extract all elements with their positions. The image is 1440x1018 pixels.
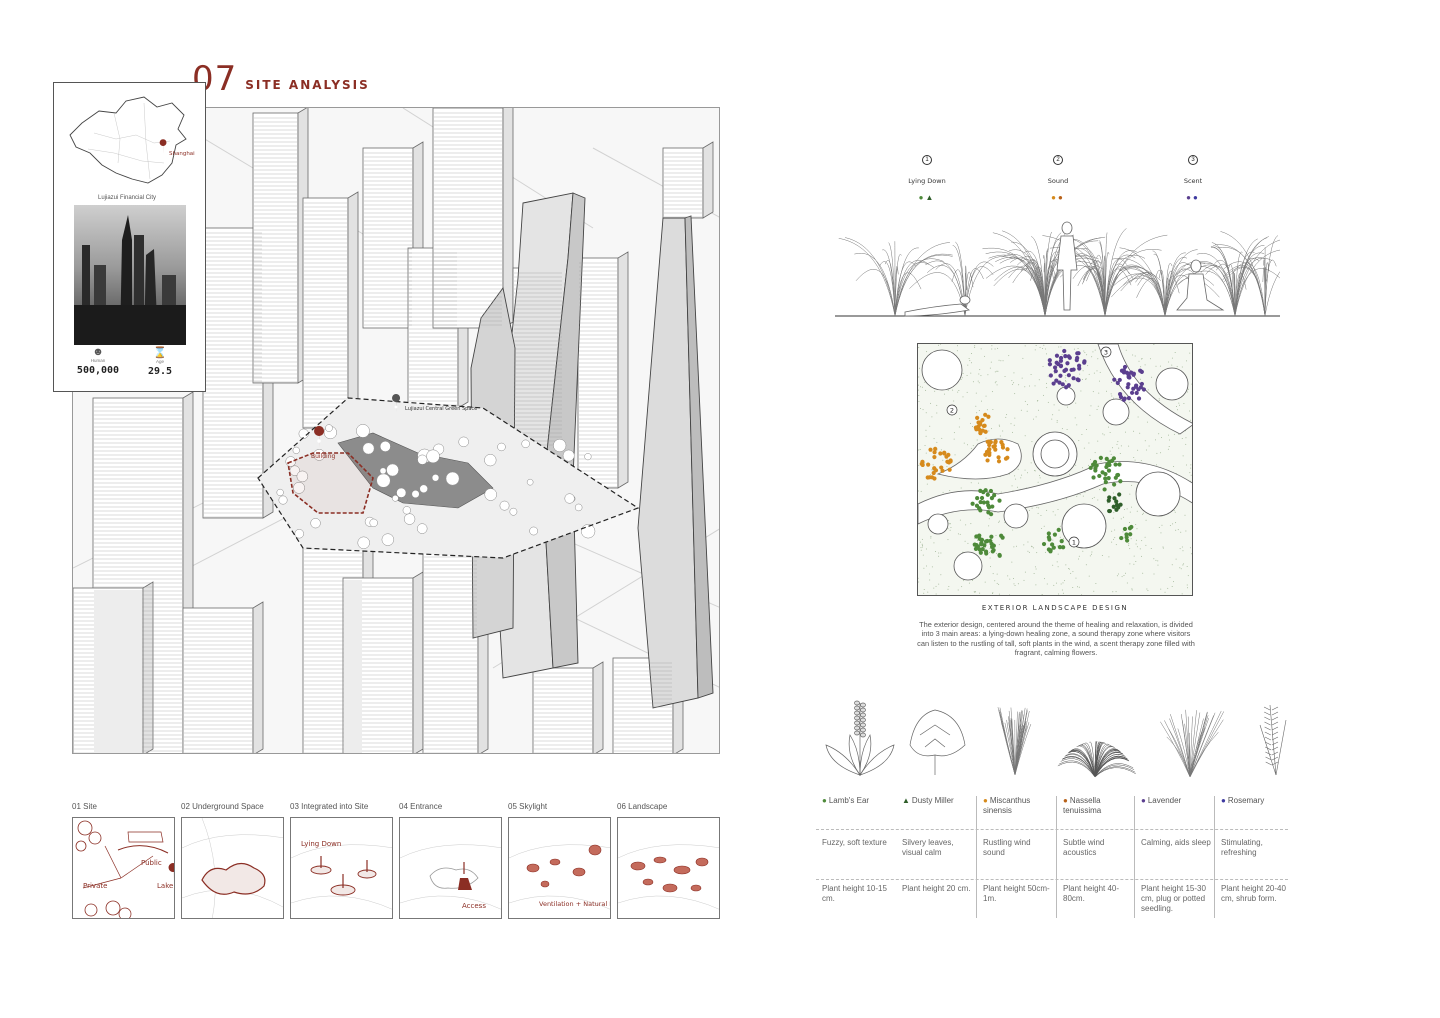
plan-drawing: 1 2 3 [918, 344, 1192, 595]
svg-text:3: 3 [1104, 349, 1108, 357]
svg-text:Lake: Lake [157, 882, 173, 890]
district-label: Lujiazui Financial City [98, 195, 157, 201]
plant-illustrations [820, 695, 1290, 780]
plant-col-dusty-miller: ▲Dusty Miller Silvery leaves, visual cal… [902, 796, 971, 893]
green-space [257, 397, 640, 559]
plan-zone-1-marker: 1 [1068, 536, 1080, 548]
landmark-pin [392, 394, 401, 412]
step-site: 01 Site Public Private Lake [72, 802, 175, 919]
miscanthus-illustration [997, 707, 1032, 776]
step-landscape: 06 Landscape [617, 802, 720, 919]
building-pin [314, 426, 325, 448]
exterior-description: The exterior design, centered around the… [917, 620, 1195, 658]
step-underground-space: 02 Underground Space [181, 802, 284, 919]
step-entrance: 04 Entrance Access [399, 802, 502, 919]
city-axonometric: Building Lujiazui Central Green Space [72, 107, 720, 754]
dusty-miller-illustration [909, 709, 966, 775]
lying-person-figure [904, 295, 971, 317]
plant-col-miscanthus: ●Miscanthus sinensis Rustling wind sound… [976, 796, 1054, 918]
population-value: 500,000 [76, 365, 120, 376]
city-drawing: Building Lujiazui Central Green Space [73, 108, 719, 753]
plant-col-nassella: ●Nassella tenuissima Subtle wind acousti… [1056, 796, 1134, 918]
table-divider [816, 829, 1288, 830]
zone-lying-down: 1 Lying Down ●▲ [908, 155, 946, 202]
svg-text:Public: Public [141, 859, 162, 867]
age-stat: ⌛ Age 29.5 [130, 346, 190, 377]
lambs-ear-illustration [825, 700, 895, 777]
shanghai-pin [159, 139, 167, 154]
zone-sound: 2 Sound ●● [1047, 155, 1069, 202]
section-title: SITE ANALYSIS [245, 78, 370, 92]
plant-table: ●Lamb's Ear Fuzzy, soft texture Plant he… [816, 796, 1290, 918]
standing-person-figure [1056, 221, 1078, 311]
population-stat: ☻ Human 500,000 [68, 346, 128, 376]
svg-text:2: 2 [950, 407, 954, 415]
svg-text:1: 1 [1072, 539, 1076, 547]
healing-zones: 1 Lying Down ●▲ 2 Sound ●● 3 Scent ●● [835, 150, 1280, 320]
plant-col-lambs-ear: ●Lamb's Ear Fuzzy, soft texture Plant he… [822, 796, 887, 903]
nassella-illustration [1057, 741, 1136, 778]
map-label: Shanghai [169, 151, 195, 157]
plan-zone-2-marker: 2 [946, 404, 958, 416]
page-title: 07 SITE ANALYSIS [192, 62, 370, 96]
plant-col-lavender: ●Lavender Calming, aids sleep Plant heig… [1134, 796, 1212, 918]
landmark-label: Lujiazui Central Green Space [405, 406, 477, 412]
population-icon: ☻ [92, 346, 104, 358]
skyline-photo [74, 205, 186, 345]
building-label: Building [311, 453, 336, 460]
exterior-title: EXTERIOR LANDSCAPE DESIGN [981, 604, 1129, 612]
china-map: Shanghai [69, 96, 195, 184]
lavender-illustration [1160, 709, 1225, 778]
svg-text:Lying Down: Lying Down [301, 840, 341, 848]
rosemary-illustration [1259, 704, 1287, 776]
plan-zone-3-marker: 3 [1100, 346, 1112, 358]
info-card: Shanghai Lujiazui Financial City ☻ Human… [53, 82, 206, 392]
svg-text:Private: Private [83, 882, 107, 890]
step-skylight: 05 Skylight Ventilation + Natural Light [508, 802, 611, 919]
svg-text:Access: Access [462, 902, 486, 910]
design-steps: 01 Site Public Private Lake 02 Undergrou… [72, 802, 722, 922]
sitting-person-figure [1176, 259, 1225, 311]
plant-col-rosemary: ●Rosemary Stimulating, refreshing Plant … [1214, 796, 1292, 918]
table-divider [816, 879, 1288, 880]
age-value: 29.5 [147, 366, 173, 377]
age-icon: ⌛ [153, 347, 167, 359]
zone-scent: 3 Scent ●● [1183, 155, 1203, 202]
svg-text:Ventilation + Natural Light: Ventilation + Natural Light [539, 900, 611, 908]
step-integrated-into-site: 03 Integrated into Site Lying Down [290, 802, 393, 919]
landscape-plan: 1 2 3 [917, 343, 1193, 596]
